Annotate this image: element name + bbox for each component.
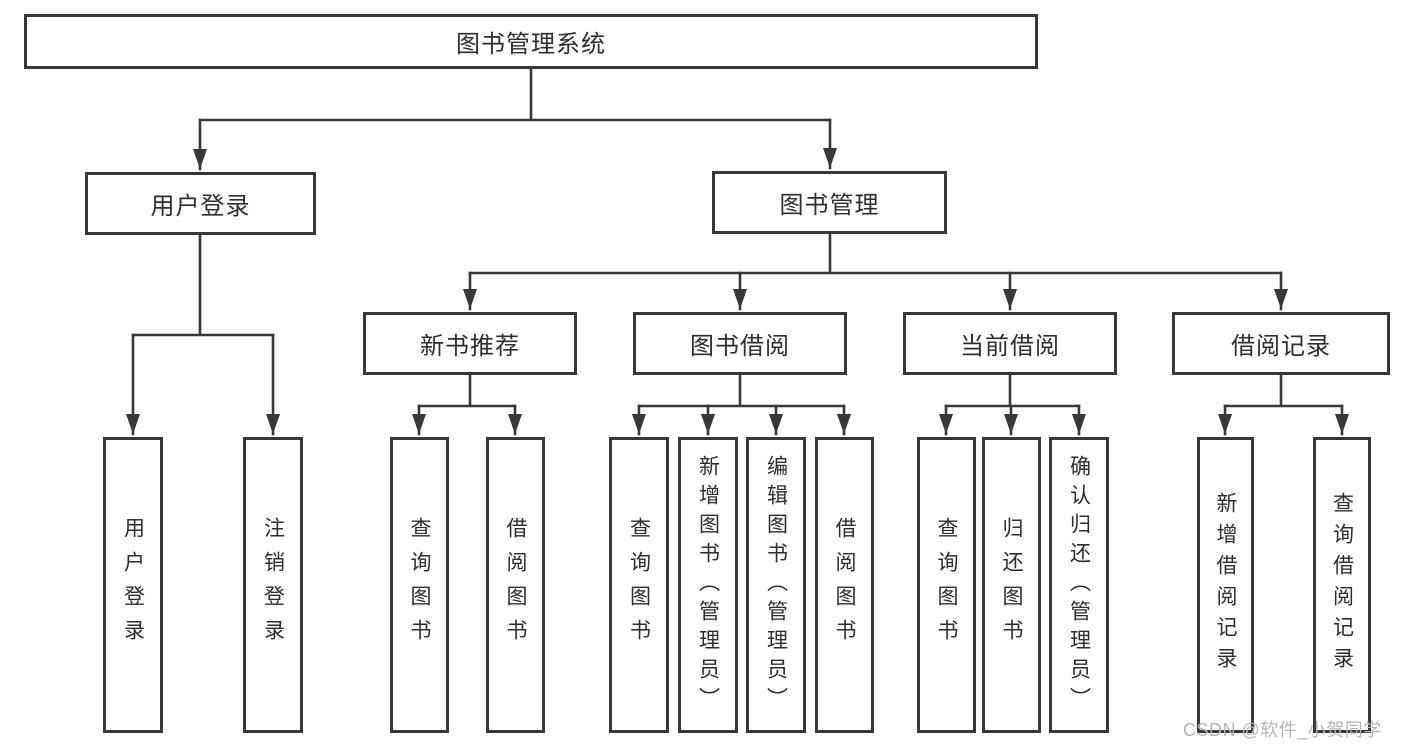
leaf-user-login-label: 用户登录 bbox=[121, 517, 145, 653]
leaf-return-books: 归还图书 bbox=[982, 437, 1041, 733]
leaf-query-books-current-label: 查询图书 bbox=[935, 517, 958, 653]
leaf-add-borrow-record: 新增借阅记录 bbox=[1197, 437, 1254, 733]
leaf-query-books-borrow: 查询图书 bbox=[609, 437, 669, 733]
leaf-edit-books-admin-label: 编辑图书（管理员） bbox=[764, 454, 788, 716]
node-user-login: 用户登录 bbox=[85, 172, 316, 235]
leaf-query-books-borrow-label: 查询图书 bbox=[627, 517, 651, 653]
node-current-borrow-label: 当前借阅 bbox=[960, 333, 1060, 360]
leaf-borrow-books-label: 借阅图书 bbox=[833, 517, 856, 653]
leaf-user-login: 用户登录 bbox=[103, 437, 163, 733]
leaf-borrow-books-recommend-label: 借阅图书 bbox=[504, 517, 527, 653]
leaf-confirm-return-admin: 确认归还（管理员） bbox=[1049, 437, 1109, 733]
leaf-add-books-admin: 新增图书（管理员） bbox=[678, 437, 738, 733]
leaf-add-books-admin-label: 新增图书（管理员） bbox=[696, 454, 720, 716]
leaf-logout-label: 注销登录 bbox=[261, 517, 285, 653]
leaf-return-books-label: 归还图书 bbox=[1000, 517, 1023, 653]
node-book-borrow: 图书借阅 bbox=[633, 312, 847, 375]
leaf-query-books-current: 查询图书 bbox=[917, 437, 976, 733]
node-borrow-records: 借阅记录 bbox=[1172, 312, 1390, 375]
node-book-borrow-label: 图书借阅 bbox=[690, 333, 790, 360]
node-user-login-label: 用户登录 bbox=[150, 193, 251, 220]
node-root-label: 图书管理系统 bbox=[456, 31, 606, 58]
node-borrow-records-label: 借阅记录 bbox=[1231, 333, 1331, 360]
leaf-borrow-books: 借阅图书 bbox=[815, 437, 874, 733]
node-book-management: 图书管理 bbox=[712, 171, 947, 234]
node-current-borrow: 当前借阅 bbox=[903, 312, 1117, 375]
node-book-management-label: 图书管理 bbox=[779, 192, 880, 219]
node-root: 图书管理系统 bbox=[24, 14, 1038, 69]
leaf-query-books-recommend-label: 查询图书 bbox=[408, 517, 431, 653]
csdn-watermark: CSDN @软件_小贺同学 bbox=[1183, 720, 1382, 740]
leaf-query-books-recommend: 查询图书 bbox=[390, 437, 449, 733]
leaf-confirm-return-admin-label: 确认归还（管理员） bbox=[1067, 454, 1091, 716]
leaf-query-borrow-record: 查询借阅记录 bbox=[1313, 437, 1371, 733]
leaf-borrow-books-recommend: 借阅图书 bbox=[486, 437, 545, 733]
leaf-logout: 注销登录 bbox=[243, 437, 303, 733]
leaf-add-borrow-record-label: 新增借阅记录 bbox=[1214, 492, 1237, 678]
node-new-book-recommend: 新书推荐 bbox=[363, 312, 577, 375]
leaf-query-borrow-record-label: 查询借阅记录 bbox=[1330, 492, 1354, 678]
leaf-edit-books-admin: 编辑图书（管理员） bbox=[746, 437, 806, 733]
node-new-book-recommend-label: 新书推荐 bbox=[420, 333, 520, 360]
